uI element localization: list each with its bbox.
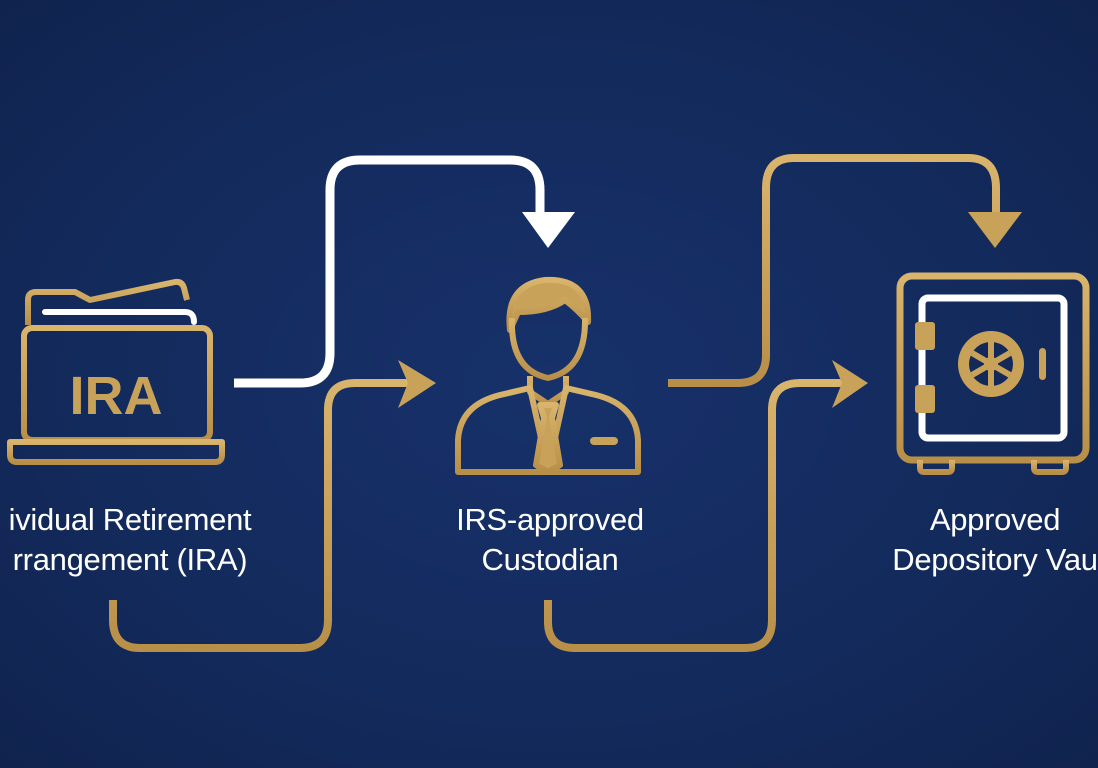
node-label-ira: ividual Retirement rrangement (IRA) bbox=[0, 500, 320, 580]
edge-ira-to-custodian-top bbox=[234, 155, 575, 388]
node-label-line1: IRS-approved bbox=[456, 502, 644, 537]
node-label-custodian: IRS-approved Custodian bbox=[400, 500, 700, 580]
node-label-line1: Approved bbox=[929, 502, 1061, 537]
edge-ira-to-custodian-bottom bbox=[109, 360, 436, 652]
arrow-head-icon bbox=[832, 360, 868, 408]
ira-icon-text: IRA bbox=[70, 366, 163, 426]
safe-vault-icon bbox=[896, 272, 1090, 475]
arrow-head-icon bbox=[398, 360, 436, 408]
node-label-line2: rrangement (IRA) bbox=[12, 542, 248, 577]
edge-custodian-to-vault-bottom bbox=[544, 360, 868, 652]
node-label-line2: Depository Vau bbox=[892, 542, 1098, 577]
node-label-line2: Custodian bbox=[481, 542, 619, 577]
node-label-vault: Approved Depository Vau bbox=[830, 500, 1098, 580]
businessman-icon bbox=[455, 276, 641, 475]
edge-custodian-to-vault-top bbox=[668, 154, 1022, 387]
arrow-head-icon bbox=[522, 212, 575, 248]
ira-laptop-folder-icon: IRA bbox=[7, 278, 225, 465]
node-label-line1: ividual Retirement bbox=[8, 502, 252, 537]
arrow-head-icon bbox=[968, 212, 1022, 248]
